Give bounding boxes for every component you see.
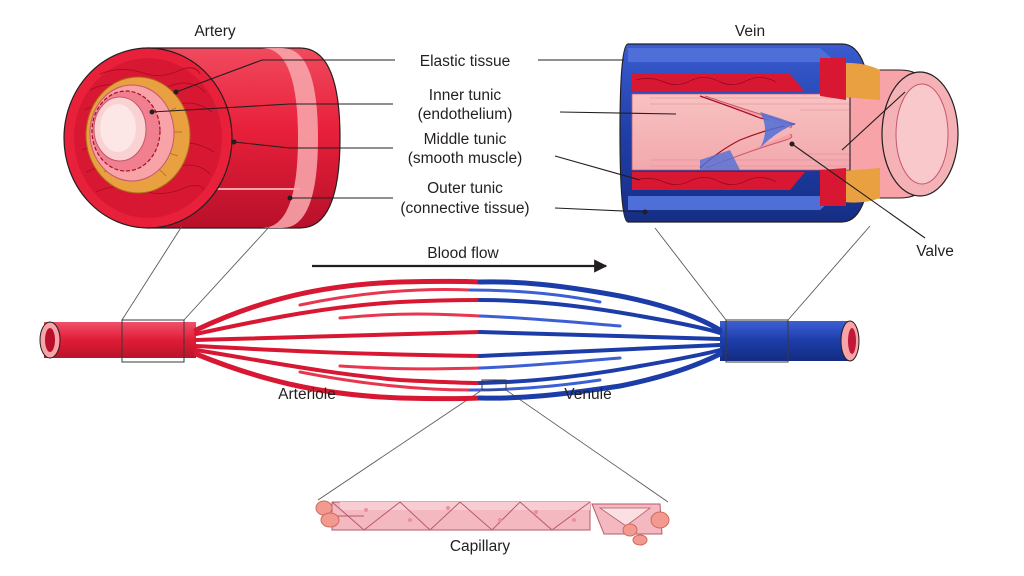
outer-leader-dot [287, 195, 293, 201]
vein-zoom-box [725, 319, 789, 363]
valve-leader-upper [841, 91, 906, 151]
middle-tunic-label: Middle tunic [424, 131, 507, 148]
outer-leader-vein [554, 207, 646, 213]
capillary-zoom-box [481, 379, 507, 391]
valve-label: Valve [916, 243, 954, 260]
artery-label: Artery [194, 23, 236, 40]
middle-leader-vein [554, 155, 641, 181]
middle-leader-dot [231, 139, 237, 145]
middle-leader-artery [233, 141, 393, 149]
valve-leader-dot [789, 141, 795, 147]
artery-cross-section [63, 47, 341, 229]
blood-flow-indicator: Blood flow [312, 245, 608, 273]
vein-label: Vein [735, 23, 765, 40]
inner-leader-dot [149, 109, 155, 115]
vein-cutaway [619, 43, 959, 223]
outer-leader-vein-dot [642, 209, 648, 215]
elastic-tissue-label: Elastic tissue [420, 53, 510, 70]
venule-label: Venule [564, 386, 611, 403]
middle-tunic-sublabel: (smooth muscle) [408, 150, 523, 167]
elastic-leader-dot [173, 89, 179, 95]
center-labels: Artery Vein Elastic tissue Inner tunic (… [149, 23, 954, 260]
outer-tunic-sublabel: (connective tissue) [400, 200, 529, 217]
elastic-leader-artery [175, 59, 395, 93]
capillary-label: Capillary [450, 538, 511, 555]
artery-zoom-box [121, 319, 185, 363]
arteriole-label: Arteriole [278, 386, 336, 403]
inner-tunic-sublabel: (endothelium) [418, 106, 513, 123]
valve-leader [791, 143, 926, 239]
inner-leader-artery [151, 103, 393, 113]
zoom-guides [121, 225, 871, 503]
inner-leader-vein [559, 111, 677, 115]
outer-tunic-label: Outer tunic [427, 180, 503, 197]
vessel-network [39, 278, 860, 402]
inner-tunic-label: Inner tunic [429, 87, 502, 104]
blood-flow-label: Blood flow [427, 245, 499, 262]
capillary-detail [315, 500, 670, 546]
